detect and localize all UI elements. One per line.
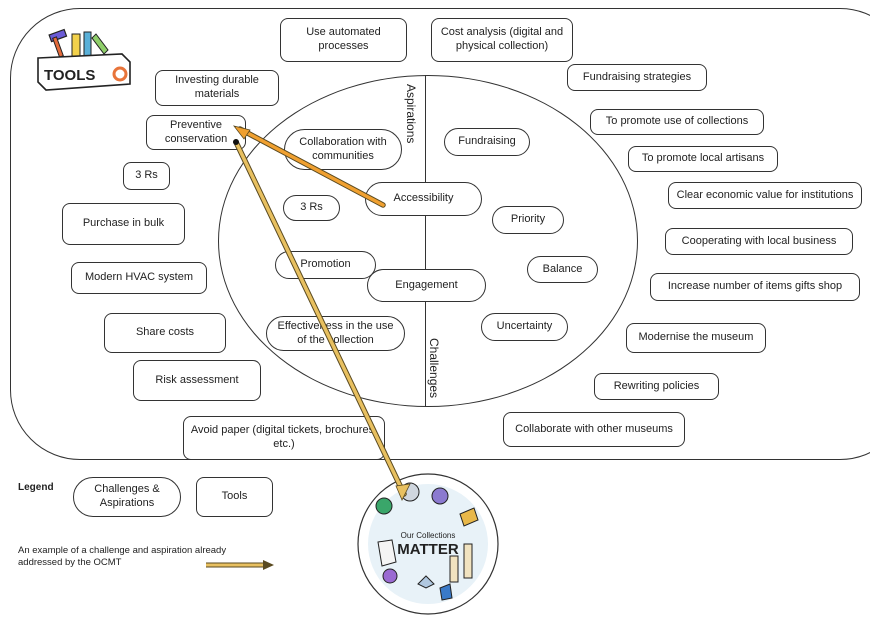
helmet-icon (431, 487, 449, 505)
tool-modernise: Modernise the museum (626, 323, 766, 353)
tool-share-costs: Share costs (104, 313, 226, 353)
challenges-aspirations-ellipse (218, 75, 638, 407)
ocmt-arrowhead (395, 483, 411, 501)
pill-accessibility: Accessibility (365, 182, 482, 216)
pill-priority: Priority (492, 206, 564, 234)
legend-arrowhead (263, 560, 274, 570)
bird-icon (417, 575, 435, 589)
cassette-icon (459, 507, 479, 527)
legend-title: Legend (18, 482, 54, 493)
arrow-anchor-dot (233, 139, 239, 145)
tools-logo-text: TOOLS (44, 67, 95, 84)
pill-fundraising: Fundraising (444, 128, 530, 156)
tool-collaborate-museums: Collaborate with other museums (503, 412, 685, 447)
pill-engagement: Engagement (367, 269, 486, 302)
shoe-icon (439, 583, 453, 601)
wrench-icon (91, 33, 109, 55)
robot-icon (377, 539, 397, 567)
tool-preventive-conservation: Preventive conservation (146, 115, 246, 150)
ocmt-arrow (234, 140, 406, 496)
tool-use-automated: Use automated processes (280, 18, 407, 62)
ellipse-divider-bottom (425, 210, 426, 407)
tool-rewriting-policies: Rewriting policies (594, 373, 719, 400)
column-icon (463, 543, 473, 579)
tool-modern-hvac: Modern HVAC system (71, 262, 207, 294)
tool-purchase-bulk: Purchase in bulk (62, 203, 185, 245)
accessibility-arrowhead (232, 125, 251, 140)
tools-logo: TOOLS (37, 28, 131, 91)
ocmt-logo: Our Collections MATTER (357, 473, 499, 615)
badge-icon (375, 497, 393, 515)
tool-promote-artisans: To promote local artisans (628, 146, 778, 172)
pill-3-rs: 3 Rs (283, 195, 340, 221)
tools-frame (10, 8, 870, 460)
tool-cooperating-local: Cooperating with local business (665, 228, 853, 255)
toolbox-icon (37, 53, 131, 91)
tool-avoid-paper: Avoid paper (digital tickets, brochures,… (183, 416, 385, 460)
hammer-icon (48, 28, 68, 58)
legend-example-text: An example of a challenge and aspiration… (18, 545, 227, 569)
tool-promote-collections: To promote use of collections (590, 109, 764, 135)
tool-clear-economic: Clear economic value for institutions (668, 182, 862, 209)
tool-increase-items: Increase number of items gifts shop (650, 273, 860, 301)
pillar-icon (449, 555, 459, 583)
challenges-label: Challenges (427, 338, 441, 399)
gear-icon (112, 66, 128, 82)
tool-fundraising-strategies: Fundraising strategies (567, 64, 707, 91)
tool-3-rs: 3 Rs (123, 162, 170, 190)
pill-balance: Balance (527, 256, 598, 283)
tool-investing-durable: Investing durable materials (155, 70, 279, 106)
legend-challenges-aspirations: Challenges & Aspirations (73, 477, 181, 517)
aspirations-label: Aspirations (404, 84, 418, 144)
ocmt-line2: MATTER (397, 541, 459, 558)
tool-cost-analysis: Cost analysis (digital and physical coll… (431, 18, 573, 62)
ellipse-divider-top (425, 75, 426, 187)
tool-risk-assessment: Risk assessment (133, 360, 261, 401)
accessibility-arrow (238, 127, 385, 207)
legend-tools: Tools (196, 477, 273, 517)
camera-icon (382, 568, 398, 584)
ocmt-line1: Our Collections (401, 531, 456, 540)
pill-uncertainty: Uncertainty (481, 313, 568, 341)
